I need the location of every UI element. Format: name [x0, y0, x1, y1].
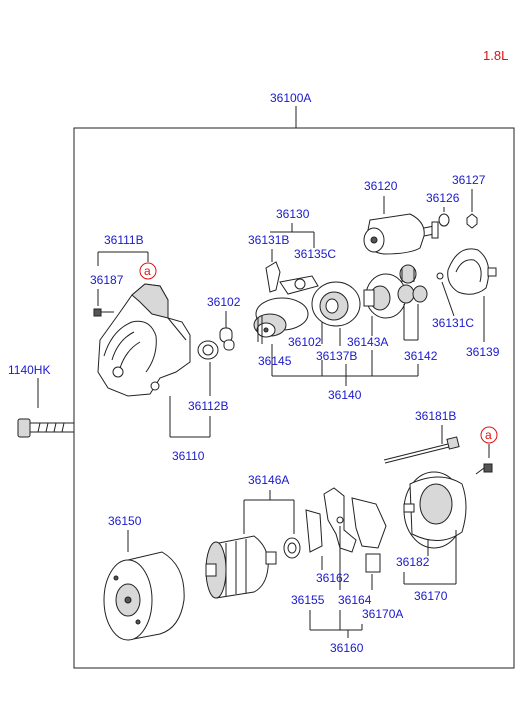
label-36160: 36160	[330, 641, 364, 655]
label-36164: 36164	[338, 593, 372, 607]
label-36111B: 36111B	[104, 233, 144, 247]
rear-cover-36182-part	[403, 471, 467, 549]
label-36137B: 36137B	[316, 349, 357, 363]
label-36139: 36139	[466, 345, 500, 359]
pin-36131C-part	[436, 272, 444, 280]
label-36143A: 36143A	[347, 335, 388, 349]
label-36120: 36120	[364, 179, 398, 193]
drive-lever-36131B-part	[265, 261, 319, 295]
solenoid-36120-part	[363, 213, 439, 255]
bearing-36146A-part	[283, 537, 301, 559]
label-36170: 36170	[414, 589, 448, 603]
clamp-36139-part	[447, 248, 497, 295]
leader-36131C	[441, 281, 455, 317]
label-36181B: 36181B	[415, 409, 456, 423]
label-36112B: 36112B	[188, 399, 228, 413]
assembly-number-label: 36100A	[270, 91, 311, 105]
label-36150: 36150	[108, 514, 142, 528]
label-36135C: 36135C	[294, 247, 336, 261]
assembly-frame	[73, 127, 515, 669]
label-36142: 36142	[404, 349, 438, 363]
ref-circle-a-left	[139, 262, 157, 280]
internal-gear-36143A-part	[363, 273, 407, 319]
label-36130: 36130	[276, 207, 310, 221]
ref-circle-a-right	[480, 426, 498, 444]
screw-36187-part	[93, 308, 114, 317]
label-36155: 36155	[291, 593, 325, 607]
screw-ref-a-part	[475, 463, 493, 475]
yoke-36150-part	[103, 551, 185, 641]
label-36145: 36145	[258, 354, 292, 368]
label-36131C: 36131C	[432, 316, 474, 330]
bushing-36102-a-part	[219, 327, 235, 351]
label-36102-a: 36102	[207, 295, 241, 309]
label-36162: 36162	[316, 571, 350, 585]
label-1140HK: 1140HK	[8, 363, 50, 377]
nut-36127-part	[466, 213, 478, 229]
bolt-1140HK-part	[17, 418, 75, 438]
label-36131B: 36131B	[248, 233, 289, 247]
label-36187: 36187	[90, 273, 124, 287]
front-housing-36110-part	[97, 283, 191, 397]
armature-36146A-part	[205, 535, 277, 599]
pinion-gear-36145-part	[253, 297, 309, 344]
bushing-36112B-part	[197, 340, 219, 360]
ref-marker-a-right: a	[485, 428, 492, 442]
ref-marker-a-left: a	[144, 264, 151, 278]
planet-gears-36142-part	[397, 264, 428, 304]
label-36146A: 36146A	[248, 473, 289, 487]
label-36110: 36110	[172, 449, 205, 463]
label-36170A: 36170A	[362, 607, 403, 621]
label-36127: 36127	[452, 173, 486, 187]
label-36126: 36126	[426, 191, 460, 205]
label-36140: 36140	[328, 388, 362, 402]
label-36102-b: 36102	[288, 335, 322, 349]
engine-size-label: 1.8L	[483, 48, 508, 63]
washer-36126-part	[438, 213, 450, 227]
planetary-holder-36137B-part	[311, 281, 361, 327]
label-36182: 36182	[396, 555, 430, 569]
through-bolt-36181B-part	[383, 436, 460, 464]
brush-holder-36164-part	[305, 487, 387, 573]
